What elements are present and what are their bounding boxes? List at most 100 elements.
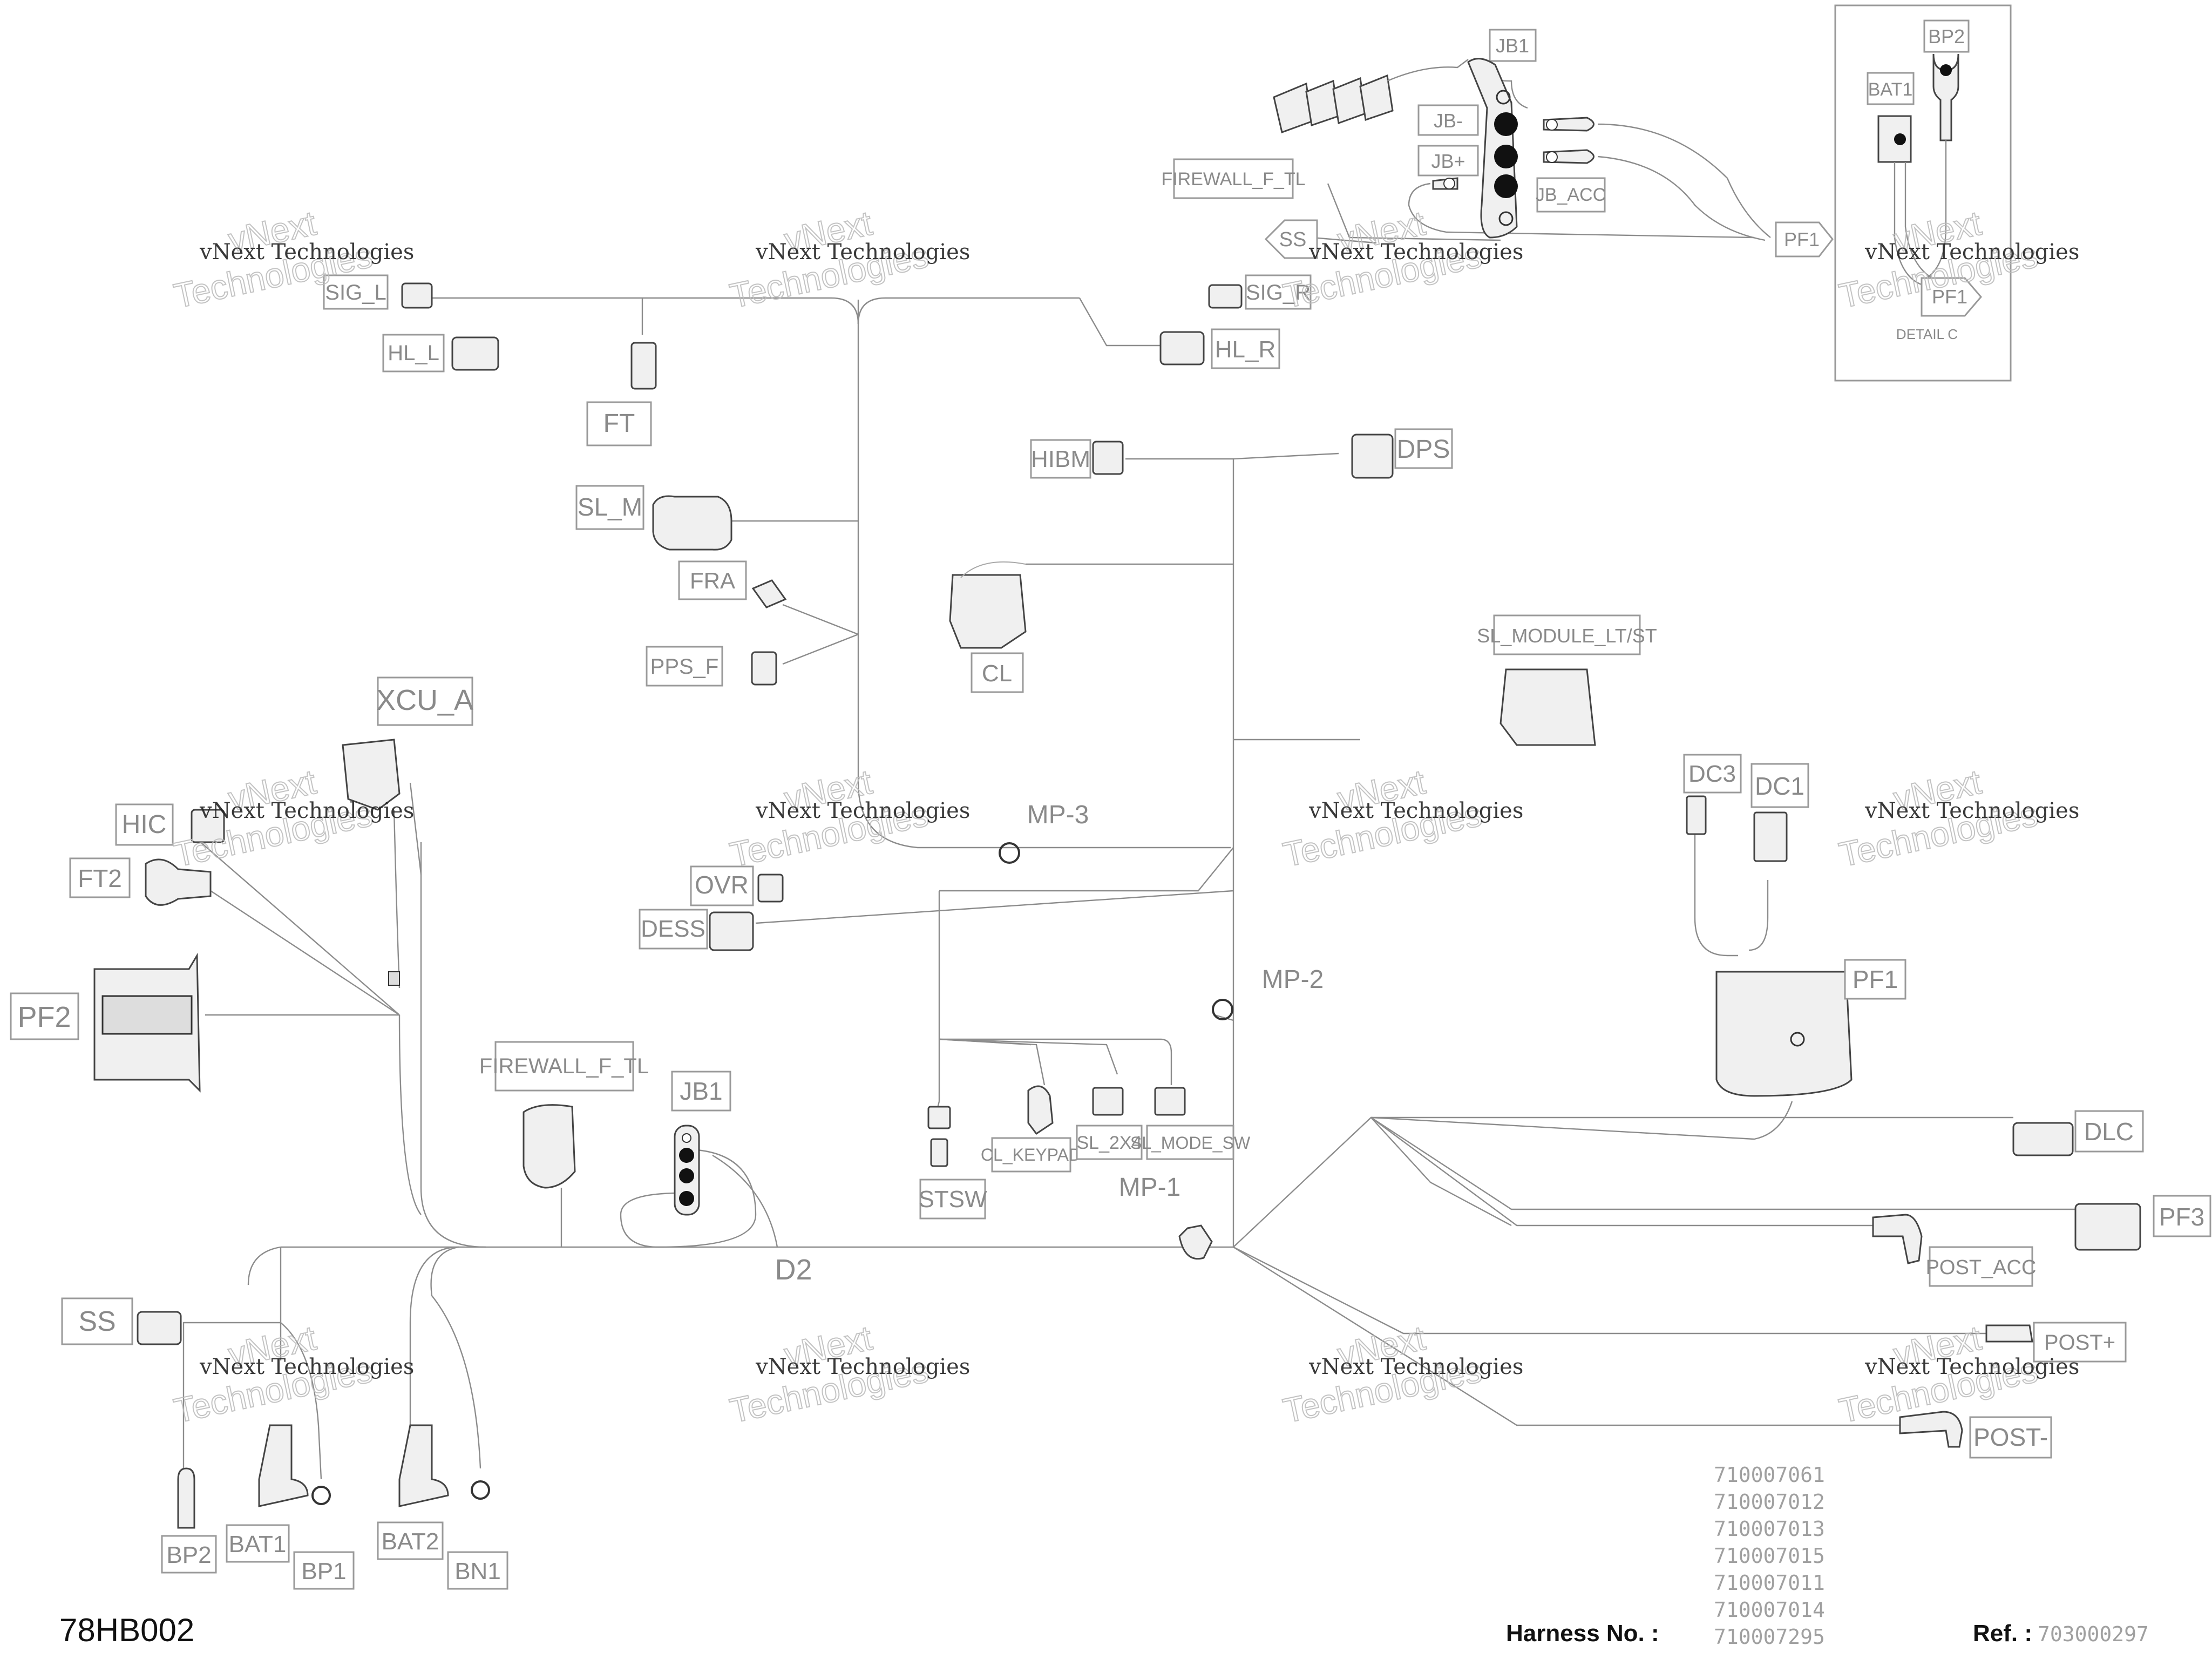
fra-connector-icon	[751, 579, 787, 608]
bat2-terminal-icon	[398, 1424, 449, 1507]
mp1-label: MP-1	[1119, 1173, 1181, 1202]
post-acc-label: POST_ACC	[1926, 1256, 2037, 1279]
ovr-connector-icon	[757, 873, 784, 903]
ss-bottom-label: SS	[78, 1306, 116, 1337]
watermark-text: vNext Technologies	[1308, 1355, 1523, 1379]
jb-minus-label: JB-	[1434, 110, 1463, 132]
hibm-label: HIBM	[1031, 446, 1090, 472]
watermark: Technologies vNext vNext Technologies	[726, 203, 970, 316]
sl-2x4-label: SL_2X4	[1077, 1133, 1142, 1153]
hibm-connector-icon	[1092, 441, 1124, 475]
bn1-ring-terminal-icon	[471, 1480, 490, 1500]
middle-connectors: MP-3 OVR DESS DC3 DC1 PF1 MP-2 FIREWALL_…	[479, 754, 1906, 1286]
watermark: Technologies vNext vNext Technologies	[1279, 1318, 1523, 1431]
sl-module-connector-icon	[1499, 668, 1596, 746]
bottom-left-connectors: SS BP2 BAT1 BP1 BAT2 BN1	[61, 1297, 508, 1590]
watermark: Technologies vNext vNext Technologies	[1279, 203, 1523, 316]
pf1-module-icon	[1715, 971, 1853, 1097]
dess-label: DESS	[641, 916, 705, 942]
watermark-text: vNext Technologies	[1308, 798, 1523, 823]
stsw-label: STSW	[918, 1186, 987, 1213]
ss-top-label: SS	[1279, 228, 1307, 251]
watermark-text: vNext Technologies	[1864, 1355, 2079, 1379]
dlc-label: DLC	[2084, 1118, 2134, 1146]
watermark-text: vNext Technologies	[755, 240, 970, 265]
cl-keypad-connector-icon	[1027, 1085, 1054, 1135]
fra-label: FRA	[690, 568, 735, 593]
watermark-text: vNext Technologies	[755, 1355, 970, 1379]
ft-connector-icon	[630, 342, 657, 390]
upper-connectors: SIG_L HL_L FT SIG_R HL_R HIBM DPS SL_M F…	[323, 274, 1657, 746]
sl-module-label: SL_MODULE_LT/ST	[1477, 625, 1657, 647]
harness-label: Harness No. :	[1506, 1620, 1659, 1647]
hl-r-label: HL_R	[1215, 336, 1276, 363]
watermark-text: vNext Technologies	[199, 798, 414, 823]
dps-connector-icon	[1351, 434, 1394, 479]
detail-c-panel: BP2 BAT1 PF1 DETAIL C	[1834, 4, 2012, 382]
footer: 78HB002 710007061 710007012 710007013 71…	[59, 1463, 2149, 1649]
post-minus-terminal-icon	[1899, 1411, 1963, 1448]
ref-label: Ref. :	[1973, 1620, 2032, 1647]
sig-r-label: SIG_R	[1246, 281, 1311, 304]
watermarks: Technologies vNext vNext Technologies Te…	[170, 203, 2079, 1431]
post-plus-terminal-icon	[1985, 1324, 2033, 1343]
dc1-label: DC1	[1755, 772, 1804, 800]
mp1-clip-icon	[1178, 1224, 1213, 1260]
ovr-label: OVR	[695, 871, 749, 899]
jb1-top-label: JB1	[1496, 35, 1529, 57]
hic-label: HIC	[122, 810, 167, 839]
harness-number-list: 710007061 710007012 710007013 710007015 …	[1714, 1463, 1825, 1649]
jb-acc-terminal-icon	[1494, 174, 1518, 198]
dc1-connector-icon	[1753, 811, 1788, 862]
bn1-label: BN1	[454, 1558, 501, 1584]
pps-f-connector-icon	[751, 651, 777, 686]
pf1-top-label: PF1	[1784, 228, 1820, 250]
post-acc-terminal-icon	[1872, 1214, 1923, 1264]
mp3-clip-icon	[999, 842, 1020, 864]
pps-f-label: PPS_F	[650, 655, 719, 679]
pf3-connector-icon	[2074, 1203, 2141, 1251]
ft-label: FT	[603, 409, 635, 438]
bp2-bottom-label: BP2	[166, 1542, 211, 1568]
bp1-label: BP1	[301, 1558, 346, 1584]
harness-number: 710007061	[1714, 1463, 1825, 1487]
diagram-code: 78HB002	[59, 1612, 194, 1648]
ref-value: 703000297	[2038, 1622, 2149, 1646]
jb-minus-terminal-icon	[1494, 112, 1518, 136]
hl-r-connector-icon	[1159, 331, 1205, 365]
sig-l-connector-icon	[401, 282, 433, 309]
mp2-label: MP-2	[1262, 965, 1324, 994]
sig-l-label: SIG_L	[325, 281, 386, 304]
stsw-connector-icon	[927, 1106, 951, 1129]
hl-l-connector-icon	[451, 336, 499, 371]
sl-2x4-connector-icon	[1092, 1087, 1124, 1116]
jb1-top-cluster: JB1 JB- JB+ JB_ACC	[1161, 29, 1834, 259]
xcu-a-label: XCU_A	[376, 684, 473, 716]
detail-bp2-label: BP2	[1928, 25, 1965, 48]
harness-number: 710007012	[1714, 1490, 1825, 1514]
bp2-terminal-bottom-icon	[177, 1467, 195, 1529]
harness-number: 710007013	[1714, 1517, 1825, 1541]
pf1-mid-label: PF1	[1853, 965, 1898, 993]
firewall-top-label: FIREWALL_F_TL	[1161, 169, 1305, 189]
detail-bat1-label: BAT1	[1868, 79, 1913, 100]
jb1-mid-label: JB1	[680, 1077, 722, 1105]
watermark-text: vNext Technologies	[199, 240, 414, 265]
bat1-terminal-bottom-icon	[258, 1424, 309, 1507]
post-minus-label: POST-	[1973, 1423, 2048, 1451]
watermark-text: vNext Technologies	[1864, 240, 2079, 265]
dc3-connector-icon	[1686, 795, 1707, 835]
mp3-label: MP-3	[1027, 801, 1089, 829]
jb-acc-label: JB_ACC	[1536, 185, 1606, 205]
jb-plus-terminal-icon	[1494, 145, 1518, 168]
watermark: Technologies vNext vNext Technologies	[726, 762, 970, 875]
right-connectors: DLC PF3 POST_ACC POST+ POST-	[1872, 1110, 2211, 1459]
ft2-connector-icon	[145, 858, 212, 906]
xcu-a-connector-icon	[342, 739, 401, 811]
firewall-mid-label: FIREWALL_F_TL	[479, 1054, 649, 1078]
dlc-connector-icon	[2012, 1122, 2074, 1156]
dps-label: DPS	[1397, 435, 1450, 464]
bat1-terminal-icon	[1894, 133, 1906, 145]
watermark-text: vNext Technologies	[199, 1355, 414, 1379]
cl-keypad-label: CL_KEYPAD	[981, 1145, 1081, 1164]
